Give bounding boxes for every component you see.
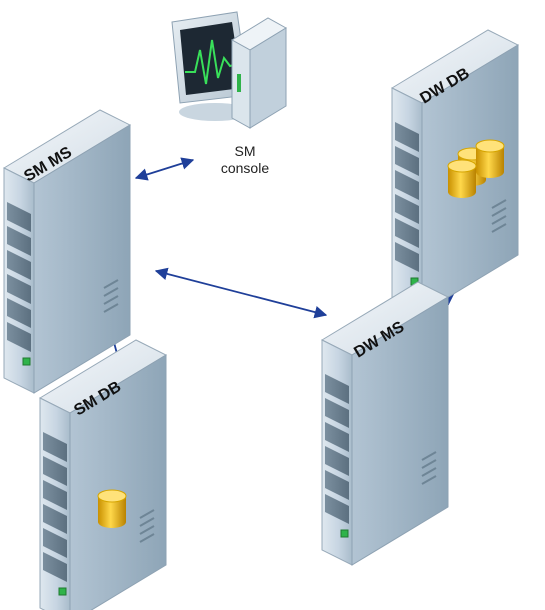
- dw-ms-server: DW MS: [321, 281, 449, 566]
- sm-console-label-line1: SM: [234, 143, 256, 159]
- sm-console-node: [171, 11, 287, 129]
- database-cylinder-icon: [97, 489, 127, 529]
- server-icon: [321, 281, 449, 566]
- arrow-smms-dwms: [154, 267, 328, 319]
- sm-console-label: SM console: [205, 143, 285, 177]
- sm-console-label-line2: console: [220, 160, 270, 176]
- sm-db-server: SM DB: [39, 339, 167, 610]
- monitor-icon: [171, 11, 287, 129]
- arrow-smms-console: [134, 157, 195, 181]
- database-server-icon: [39, 339, 167, 610]
- sm-ms-server: SM MS: [3, 109, 131, 394]
- dw-db-server: DW DB: [391, 29, 519, 314]
